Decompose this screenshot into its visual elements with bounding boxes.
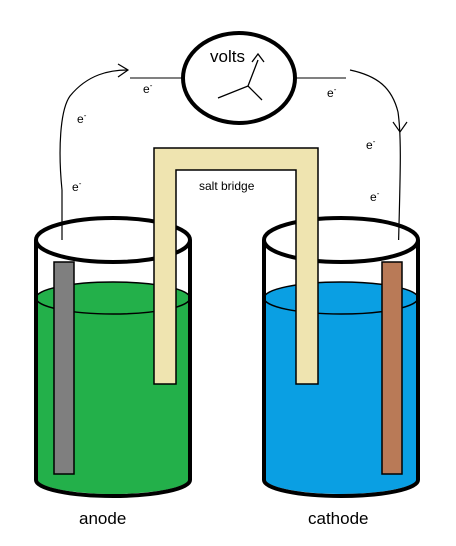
electron-label: e- [370,189,380,204]
salt-bridge-label: salt bridge [199,179,255,193]
voltmeter-needle [217,59,263,101]
voltmeter: volts [181,31,297,125]
electron-label: e- [143,81,153,96]
salt-bridge [153,147,319,385]
voltmeter-needle-tip [251,52,265,63]
right-arrowhead [392,121,408,134]
voltmeter-label: volts [210,47,245,66]
electron-label: e- [77,111,87,126]
electron-label: e- [327,85,337,100]
left-wire [59,69,129,262]
right-wire [349,69,401,266]
anode-label: anode [79,509,126,528]
electron-label: e- [366,137,376,152]
anode-electrode [53,261,75,475]
left-arrowhead [117,63,130,78]
cathode-electrode [381,261,403,475]
cathode-label: cathode [308,509,369,528]
electron-label: e- [72,179,82,194]
